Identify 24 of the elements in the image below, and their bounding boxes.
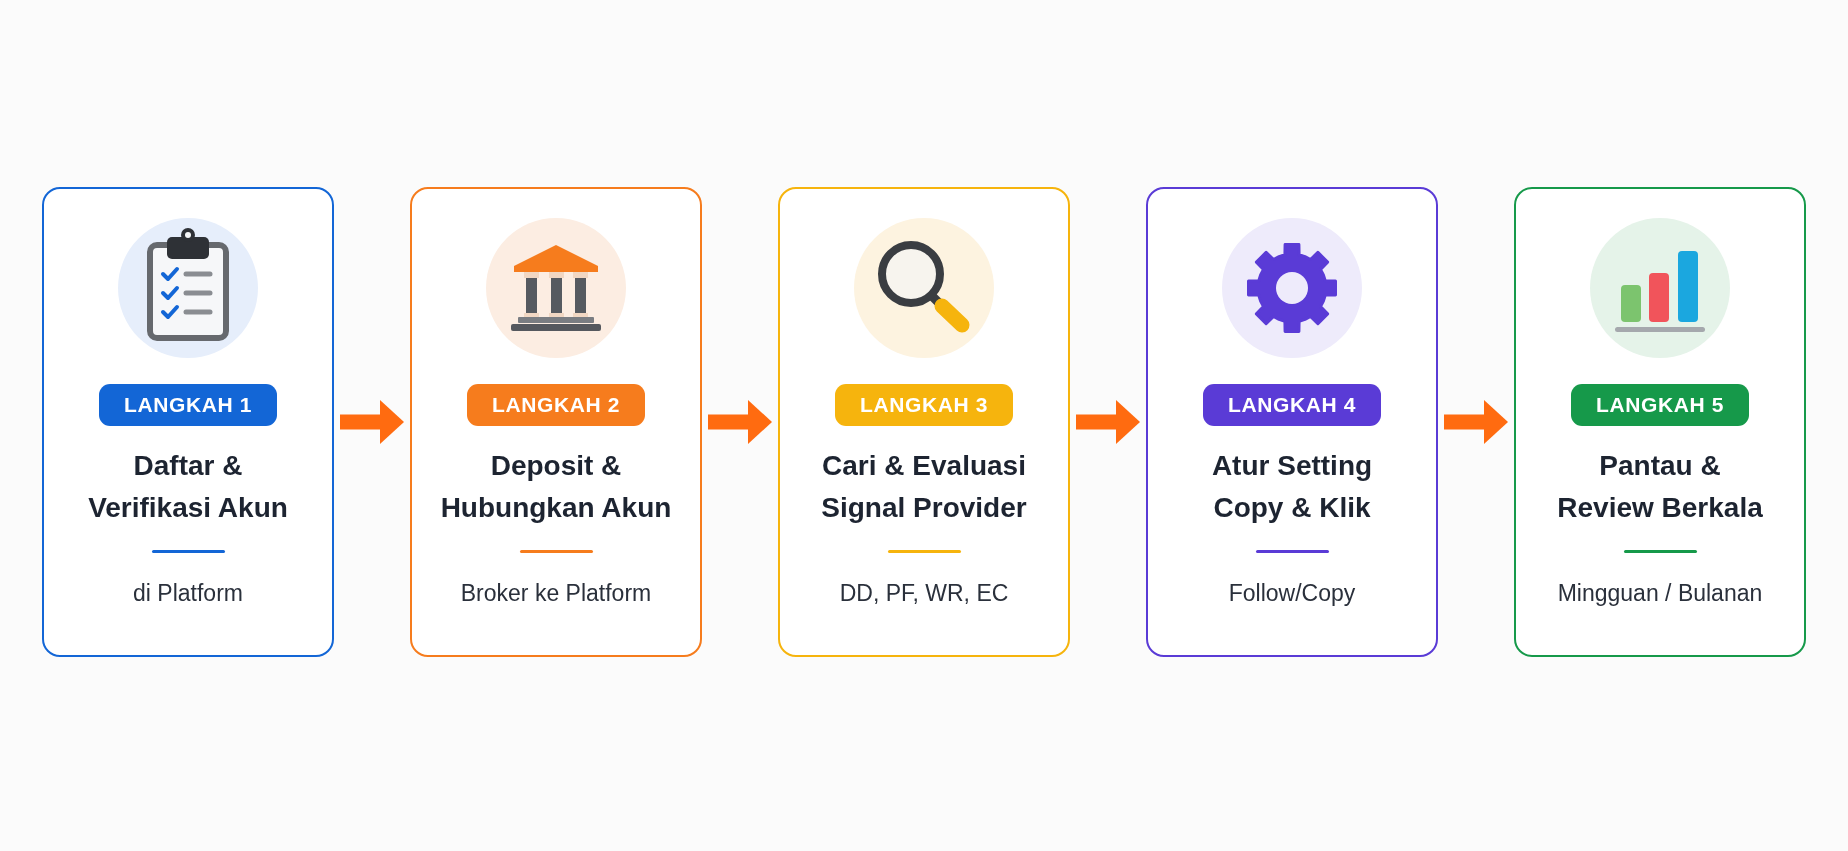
step-description: DD, PF, WR, EC bbox=[838, 579, 1010, 608]
step-title: Pantau & Review Berkala bbox=[1556, 449, 1764, 525]
step-badge: LANGKAH 5 bbox=[1571, 384, 1749, 426]
step-title: Cari & Evaluasi Signal Provider bbox=[820, 449, 1028, 525]
step-title: Daftar & Verifikasi Akun bbox=[87, 449, 289, 525]
step-title: Atur Setting Copy & Klik bbox=[1210, 449, 1374, 525]
step-badge: LANGKAH 3 bbox=[835, 384, 1013, 426]
step-card bbox=[1146, 187, 1438, 657]
step-badge: LANGKAH 2 bbox=[467, 384, 645, 426]
arrow bbox=[708, 400, 772, 444]
arrow bbox=[1076, 400, 1140, 444]
step-card bbox=[42, 187, 334, 657]
step-badge: LANGKAH 1 bbox=[99, 384, 277, 426]
arrow bbox=[340, 400, 404, 444]
step-card bbox=[778, 187, 1070, 657]
step-card bbox=[1514, 187, 1806, 657]
step-card bbox=[410, 187, 702, 657]
step-description: Follow/Copy bbox=[1227, 579, 1357, 608]
step-description: di Platform bbox=[132, 579, 244, 608]
step-badge: LANGKAH 4 bbox=[1203, 384, 1381, 426]
step-description: Mingguan / Bulanan bbox=[1556, 579, 1764, 608]
arrow bbox=[1444, 400, 1508, 444]
step-title: Deposit & Hubungkan Akun bbox=[439, 449, 673, 525]
step-description: Broker ke Platform bbox=[459, 579, 653, 608]
